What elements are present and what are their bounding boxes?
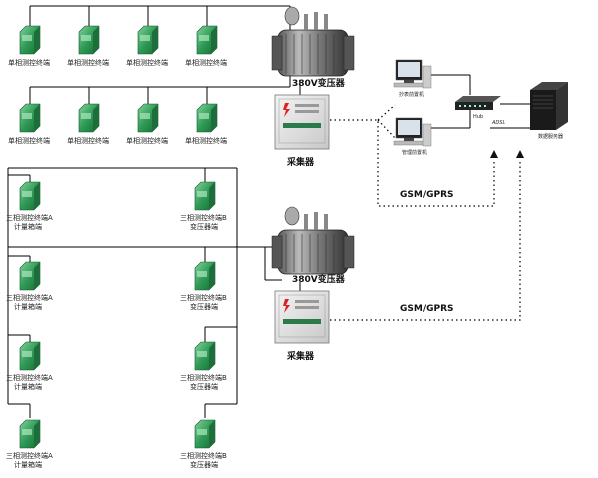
three-phase-meter-b bbox=[194, 419, 216, 449]
three-phase-meter-a-label: 三相测控终端A bbox=[6, 213, 53, 222]
meter-box-end-label: 计量箱端 bbox=[14, 460, 42, 469]
lightning-icon bbox=[283, 299, 290, 313]
bus-row2 bbox=[29, 86, 290, 105]
single-phase-meter-label: 单相测控终端 bbox=[185, 136, 227, 145]
single-phase-meter bbox=[19, 103, 41, 133]
meter-box-end-label: 计量箱端 bbox=[14, 222, 42, 231]
three-phase-meter-b-label: 三相测控终端B bbox=[180, 293, 227, 302]
transformer-top-label: 380V变压器 bbox=[292, 77, 346, 89]
gsm-links bbox=[330, 104, 521, 321]
meter-box-end-label: 计量箱端 bbox=[14, 382, 42, 391]
param-pc-label: 抄表前置机 bbox=[399, 91, 424, 98]
hub-label: Hub bbox=[473, 114, 483, 120]
three-phase-meter-b bbox=[194, 261, 216, 291]
three-phase-meter-b-label: 三相测控终端B bbox=[180, 373, 227, 382]
single-phase-meter bbox=[78, 25, 100, 55]
three-phase-meter-b-label: 三相测控终端B bbox=[180, 213, 227, 222]
three-phase-meter-a bbox=[19, 261, 41, 291]
collector-bottom-label: 采集器 bbox=[286, 350, 315, 362]
three-phase-meter-a bbox=[19, 181, 41, 211]
three-phase-meter-b-label: 三相测控终端B bbox=[180, 451, 227, 460]
transformer-end-label: 变压器端 bbox=[190, 382, 218, 391]
hub-device: Hub bbox=[455, 96, 501, 120]
three-phase-meter-a bbox=[19, 341, 41, 371]
single-phase-meter bbox=[137, 103, 159, 133]
three-phase-meter-a-label: 三相测控终端A bbox=[6, 293, 53, 302]
transformer-end-label: 变压器端 bbox=[190, 222, 218, 231]
single-phase-meter-label: 单相测控终端 bbox=[126, 136, 168, 145]
collector-top-label: 采集器 bbox=[286, 156, 315, 168]
single-phase-meter-label: 单相测控终端 bbox=[126, 58, 168, 67]
transformer-top: 380V变压器 bbox=[271, 6, 355, 89]
single-phase-meter bbox=[196, 25, 218, 55]
single-phase-meter-label: 单相测控终端 bbox=[185, 58, 227, 67]
server-label: 数据服务器 bbox=[538, 133, 563, 140]
three-phase-meter-a-label: 三相测控终端A bbox=[6, 451, 53, 460]
manage-pc-label: 管理前置机 bbox=[402, 149, 427, 156]
data-server: 数据服务器 bbox=[530, 82, 568, 140]
single-phase-meter-label: 单相测控终端 bbox=[67, 136, 109, 145]
lightning-icon bbox=[283, 103, 290, 117]
three-phase-meter-a bbox=[19, 419, 41, 449]
antenna-icon-2 bbox=[516, 150, 524, 158]
transformer-end-label: 变压器端 bbox=[190, 460, 218, 469]
transformer-bottom: 380V变压器 bbox=[271, 206, 355, 285]
bus-row1 bbox=[29, 5, 290, 26]
three-phase-meter-a-label: 三相测控终端A bbox=[6, 373, 53, 382]
modem-icons bbox=[490, 150, 524, 158]
param-pc: 抄表前置机 bbox=[393, 59, 432, 98]
single-phase-meter-label: 单相测控终端 bbox=[8, 58, 50, 67]
meter-box-end-label: 计量箱端 bbox=[14, 302, 42, 311]
meters-layer: 单相测控终端单相测控终端单相测控终端单相测控终端单相测控终端单相测控终端单相测控… bbox=[6, 25, 227, 469]
transformer-end-label: 变压器端 bbox=[190, 302, 218, 311]
adsl-label: ADSL bbox=[491, 120, 505, 126]
collector-bottom: 采集器 bbox=[274, 290, 330, 362]
single-phase-meter bbox=[196, 103, 218, 133]
single-phase-meter bbox=[78, 103, 100, 133]
collector-top: 采集器 bbox=[274, 94, 330, 168]
antenna-icon-1 bbox=[490, 150, 498, 158]
transformer-bottom-label: 380V变压器 bbox=[292, 273, 346, 285]
single-phase-meter bbox=[19, 25, 41, 55]
single-phase-meter-label: 单相测控终端 bbox=[67, 58, 109, 67]
gsm-label-top: GSM/GPRS bbox=[400, 190, 454, 200]
three-phase-meter-b bbox=[194, 341, 216, 371]
single-phase-meter bbox=[137, 25, 159, 55]
manage-pc: 管理前置机 bbox=[393, 117, 432, 156]
gsm-label-bottom: GSM/GPRS bbox=[400, 304, 454, 314]
single-phase-meter-label: 单相测控终端 bbox=[8, 136, 50, 145]
three-phase-meter-b bbox=[194, 181, 216, 211]
bus-three-phase bbox=[7, 167, 290, 418]
